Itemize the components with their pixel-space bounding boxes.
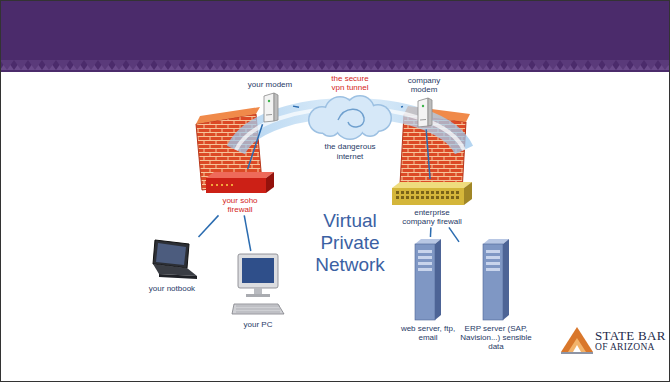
device-label: your PC: [244, 320, 273, 329]
soho-icon: [204, 170, 276, 194]
device-label: enterprise company firewall: [401, 208, 463, 226]
device-server: ERP server (SAP, Navision...) sensible d…: [460, 238, 532, 352]
device-modem: your modem: [248, 80, 292, 123]
diagram-title: Virtual Private Network: [304, 210, 396, 276]
device-label: the dangerous internet: [320, 142, 380, 160]
device-cloud: the secure vpn tunnel the dangerous inter…: [300, 74, 400, 161]
device-server: web server, ftp, email: [398, 238, 458, 342]
laptop-icon: [145, 238, 199, 282]
modem-icon: [415, 96, 433, 128]
network-link: [248, 124, 263, 169]
modem-icon: [261, 91, 279, 123]
cloud-icon: [300, 94, 400, 140]
device-pc: your PC: [228, 252, 288, 329]
network-link: [449, 227, 459, 241]
network-link: [401, 106, 403, 108]
network-link: [293, 106, 299, 107]
network-link: [430, 227, 432, 237]
device-label: company modem: [406, 76, 442, 94]
ent-icon: [390, 180, 474, 206]
server-icon: [481, 238, 511, 322]
device-label: your modem: [248, 80, 292, 89]
device-modem: company modem: [404, 76, 444, 128]
device-ent: enterprise company firewall: [388, 180, 476, 226]
state-bar-logo: [561, 327, 593, 353]
network-link: [198, 215, 218, 237]
device-soho: your soho firewall: [202, 170, 278, 214]
device-label: your soho firewall: [214, 196, 266, 214]
network-link: [244, 215, 251, 251]
network-link: [426, 129, 430, 179]
device-label: the secure vpn tunnel: [323, 74, 377, 92]
logo-text: STATE BAR: [595, 328, 666, 344]
logo-text: OF ARIZONA: [595, 342, 655, 352]
device-label: web server, ftp, email: [399, 324, 457, 342]
device-label: ERP server (SAP, Navision...) sensible d…: [460, 324, 532, 352]
device-label: your notbook: [149, 284, 195, 293]
zigzag-trim: [0, 60, 670, 70]
pc-icon: [230, 252, 286, 318]
server-icon: [413, 238, 443, 322]
header-band: [0, 0, 670, 72]
device-laptop: your notbook: [142, 238, 202, 293]
